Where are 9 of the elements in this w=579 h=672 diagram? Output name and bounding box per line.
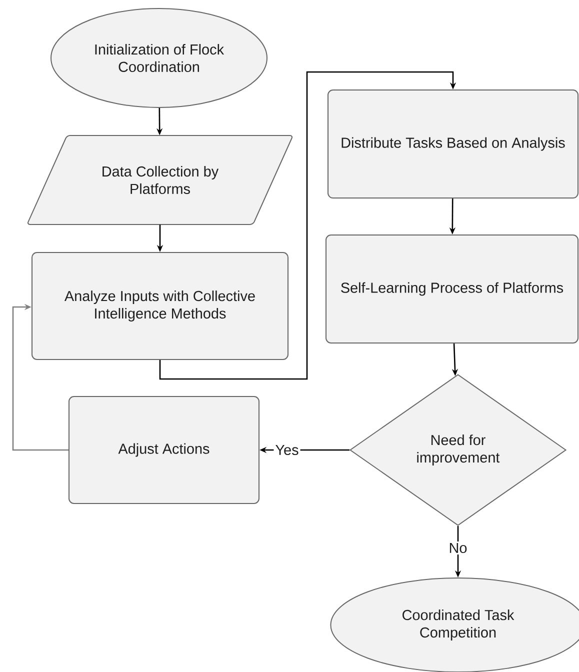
process-box: Adjust Actions — [68, 396, 260, 504]
arrow — [12, 304, 68, 451]
arrow — [159, 71, 456, 380]
input-parallelogram: Data Collection by Platforms — [27, 135, 292, 225]
edge-label: No — [447, 541, 469, 555]
process-box: Self-Learning Process of Platforms — [326, 234, 578, 344]
process-box: Analyze Inputs with Collective Intelligence Methods — [32, 252, 288, 360]
process-box: Distribute Tasks Based on Analysis — [328, 90, 578, 198]
edge-label: Yes — [274, 443, 300, 457]
